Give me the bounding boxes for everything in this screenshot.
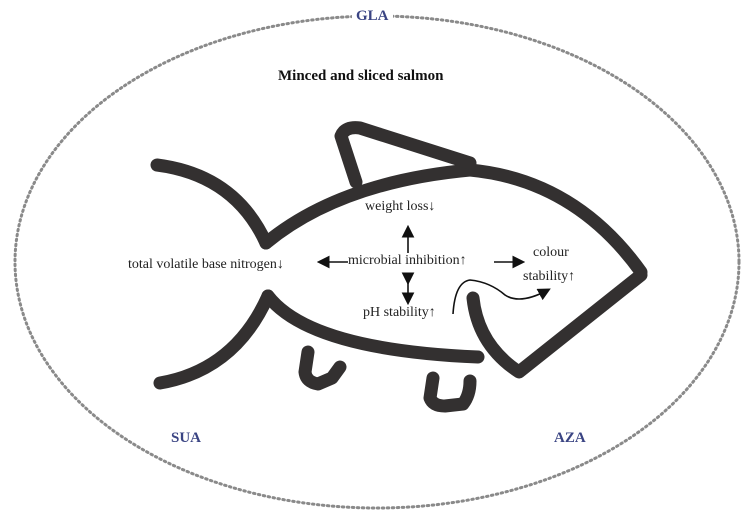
fish-fin-front [298, 345, 347, 391]
fish-dorsal-fin [334, 121, 477, 189]
effect-weight-loss: weight loss↓ [365, 199, 436, 214]
effect-colour-line2: stability↑ [523, 269, 576, 284]
diagram-title: Minced and sliced salmon [278, 68, 444, 84]
fish-fin-rear [423, 371, 477, 413]
effect-colour-line1: colour [533, 245, 569, 260]
fish-upper-tail [150, 158, 273, 250]
curved-arrow [452, 279, 551, 315]
treatment-label-sua: SUA [167, 430, 206, 447]
effect-microbial-inhibition: microbial inhibition↑ [348, 253, 467, 268]
effect-arrows [316, 224, 551, 315]
treatment-label-aza: AZA [550, 430, 590, 447]
fish-lower-tail [153, 289, 275, 390]
fish-lower-body [261, 289, 485, 364]
fish-upper-body [259, 163, 648, 279]
treatment-label-gla: GLA [352, 8, 393, 25]
fish-head-jaw [466, 268, 648, 379]
fish-outline [150, 121, 648, 413]
effect-ph-stability: pH stability↑ [363, 305, 436, 320]
effect-tvbn: total volatile base nitrogen↓ [128, 257, 284, 272]
